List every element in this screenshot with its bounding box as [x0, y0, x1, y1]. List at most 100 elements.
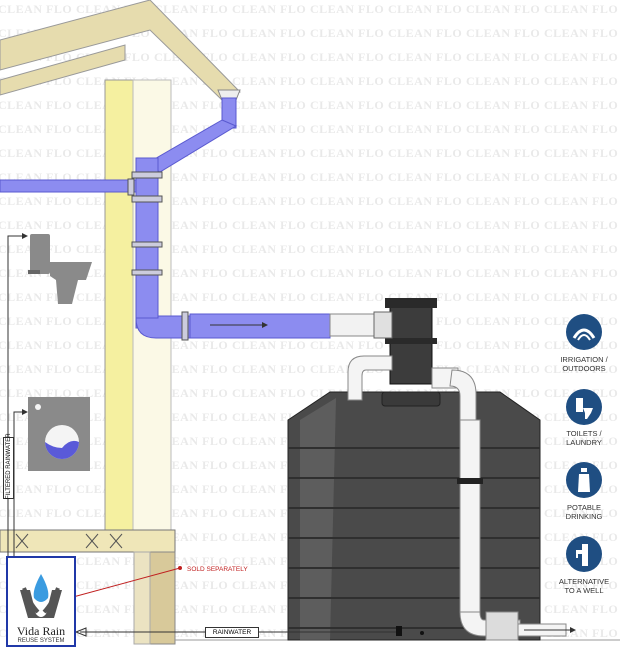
arrow-to-laundry: [22, 409, 28, 415]
watermark-text: CLEAN FLO: [76, 602, 151, 616]
watermark-text: CLEAN FLO: [154, 266, 229, 280]
watermark-text: CLEAN FLO: [466, 194, 541, 208]
sold-separately-pointer: [61, 567, 181, 601]
watermark-text: CLEAN FLO: [388, 26, 463, 40]
watermark-text: CLEAN FLO: [388, 218, 463, 232]
water-bottle-icon: [566, 462, 602, 498]
watermark-text: CLEAN FLO: [0, 386, 73, 400]
filtered-rainwater-text: FILTERED RAINWATER: [6, 433, 12, 499]
watermark-text: CLEAN FLO: [154, 362, 229, 376]
watermark-text: CLEAN FLO: [544, 170, 619, 184]
foundation-post-inner: [133, 551, 151, 645]
sold-separately-label: SOLD SEPARATELY: [187, 566, 248, 573]
watermark-text: CLEAN FLO: [310, 122, 385, 136]
tank-inlet-pipe: [189, 313, 331, 339]
use-irrigation-label: IRRIGATION / OUTDOORS: [546, 355, 620, 373]
use-label-line1: POTABLE: [566, 503, 602, 512]
watermark-text: CLEAN FLO: [154, 218, 229, 232]
watermark-text: CLEAN FLO: [466, 218, 541, 232]
watermark-text: CLEAN FLO: [388, 50, 463, 64]
sprinkler-icon: [566, 314, 602, 350]
watermark-text: CLEAN FLO: [466, 146, 541, 160]
watermark-text: CLEAN FLO: [0, 146, 73, 160]
watermark-text: CLEAN FLO: [310, 266, 385, 280]
watermark-text: CLEAN FLO: [544, 146, 619, 160]
watermark-text: CLEAN FLO: [388, 74, 463, 88]
use-label-line2: DRINKING: [565, 512, 603, 521]
watermark-text: CLEAN FLO: [310, 290, 385, 304]
vida-rain-subtitle: REUSE SYSTEM: [17, 638, 65, 644]
watermark-text: CLEAN FLO: [0, 218, 73, 232]
watermark-text: CLEAN FLO: [310, 50, 385, 64]
watermark-text: CLEAN FLO: [466, 338, 541, 352]
watermark-text: CLEAN FLO: [232, 386, 307, 400]
watermark-text: CLEAN FLO: [466, 74, 541, 88]
watermark-text: CLEAN FLO: [232, 458, 307, 472]
watermark-text: CLEAN FLO: [466, 242, 541, 256]
watermark-text: CLEAN FLO: [544, 74, 619, 88]
watermark-text: CLEAN FLO: [466, 362, 541, 376]
watermark-text: CLEAN FLO: [310, 338, 385, 352]
rainwater-return-arrow: [74, 627, 87, 637]
watermark-text: CLEAN FLO: [388, 266, 463, 280]
watermark-text: CLEAN FLO: [76, 626, 151, 640]
watermark-text: CLEAN FLO: [232, 26, 307, 40]
use-label-line1: IRRIGATION /: [560, 355, 608, 364]
watermark-text: CLEAN FLO: [232, 74, 307, 88]
use-label-line1: ALTERNATIVE: [558, 577, 610, 586]
vida-rain-logo-icon: [20, 574, 62, 618]
watermark-text: CLEAN FLO: [232, 290, 307, 304]
watermark-text: CLEAN FLO: [310, 194, 385, 208]
overflow-pipes: [347, 355, 567, 641]
watermark-text: CLEAN FLO: [232, 242, 307, 256]
watermark-text: CLEAN FLO: [544, 290, 619, 304]
use-well-label: ALTERNATIVE TO A WELL: [546, 577, 620, 595]
use-label-line2: OUTDOORS: [562, 364, 606, 373]
watermark-text: CLEAN FLO: [154, 386, 229, 400]
use-potable-label: POTABLE DRINKING: [546, 503, 620, 521]
watermark-text: CLEAN FLO: [310, 2, 385, 16]
pump-intake: [396, 626, 402, 636]
watermark-text: CLEAN FLO: [0, 194, 73, 208]
use-label-line2: LAUNDRY: [566, 438, 602, 447]
house-wall-column: [104, 79, 134, 531]
watermark-text: CLEAN FLO: [232, 50, 307, 64]
watermark-text: CLEAN FLO: [232, 266, 307, 280]
use-label-line1: TOILETS /: [566, 429, 602, 438]
water-tank: [287, 391, 541, 641]
watermark-text: CLEAN FLO: [310, 26, 385, 40]
watermark-text: CLEAN FLO: [232, 146, 307, 160]
watermark-text: CLEAN FLO: [544, 98, 619, 112]
joist-cross-braces: [15, 533, 123, 549]
watermark-text: CLEAN FLO: [388, 194, 463, 208]
watermark-text: CLEAN FLO: [0, 362, 73, 376]
watermark-text: CLEAN FLO: [388, 146, 463, 160]
well-pump-icon: [566, 536, 602, 572]
watermark-text: CLEAN FLO: [232, 362, 307, 376]
watermark-text: CLEAN FLO: [466, 314, 541, 328]
watermark-text: CLEAN FLO: [310, 74, 385, 88]
pipe-couplings: [127, 171, 189, 341]
watermark-text: CLEAN FLO: [310, 242, 385, 256]
watermark-text: CLEAN FLO: [0, 314, 73, 328]
watermark-text: CLEAN FLO: [466, 266, 541, 280]
watermark-text: CLEAN FLO: [310, 98, 385, 112]
watermark-text: CLEAN FLO: [466, 50, 541, 64]
toilet-fixture-icon: [28, 234, 92, 304]
watermark-text: CLEAN FLO: [388, 98, 463, 112]
sold-separately-dot: [178, 566, 182, 570]
watermark-text: CLEAN FLO: [232, 98, 307, 112]
watermark-text: CLEAN FLO: [154, 98, 229, 112]
filter-unit: [329, 298, 437, 385]
watermark-text: CLEAN FLO: [310, 170, 385, 184]
watermark-text: CLEAN FLO: [544, 194, 619, 208]
watermark-text: CLEAN FLO: [544, 578, 619, 592]
watermark-text: CLEAN FLO: [232, 434, 307, 448]
watermark-text: CLEAN FLO: [544, 506, 619, 520]
watermark-text: CLEAN FLO: [154, 242, 229, 256]
watermark-text: CLEAN FLO: [466, 290, 541, 304]
watermark-text: CLEAN FLO: [544, 266, 619, 280]
watermark-text: CLEAN FLO: [544, 218, 619, 232]
watermark-text: CLEAN FLO: [154, 338, 229, 352]
watermark-text: CLEAN FLO: [466, 98, 541, 112]
